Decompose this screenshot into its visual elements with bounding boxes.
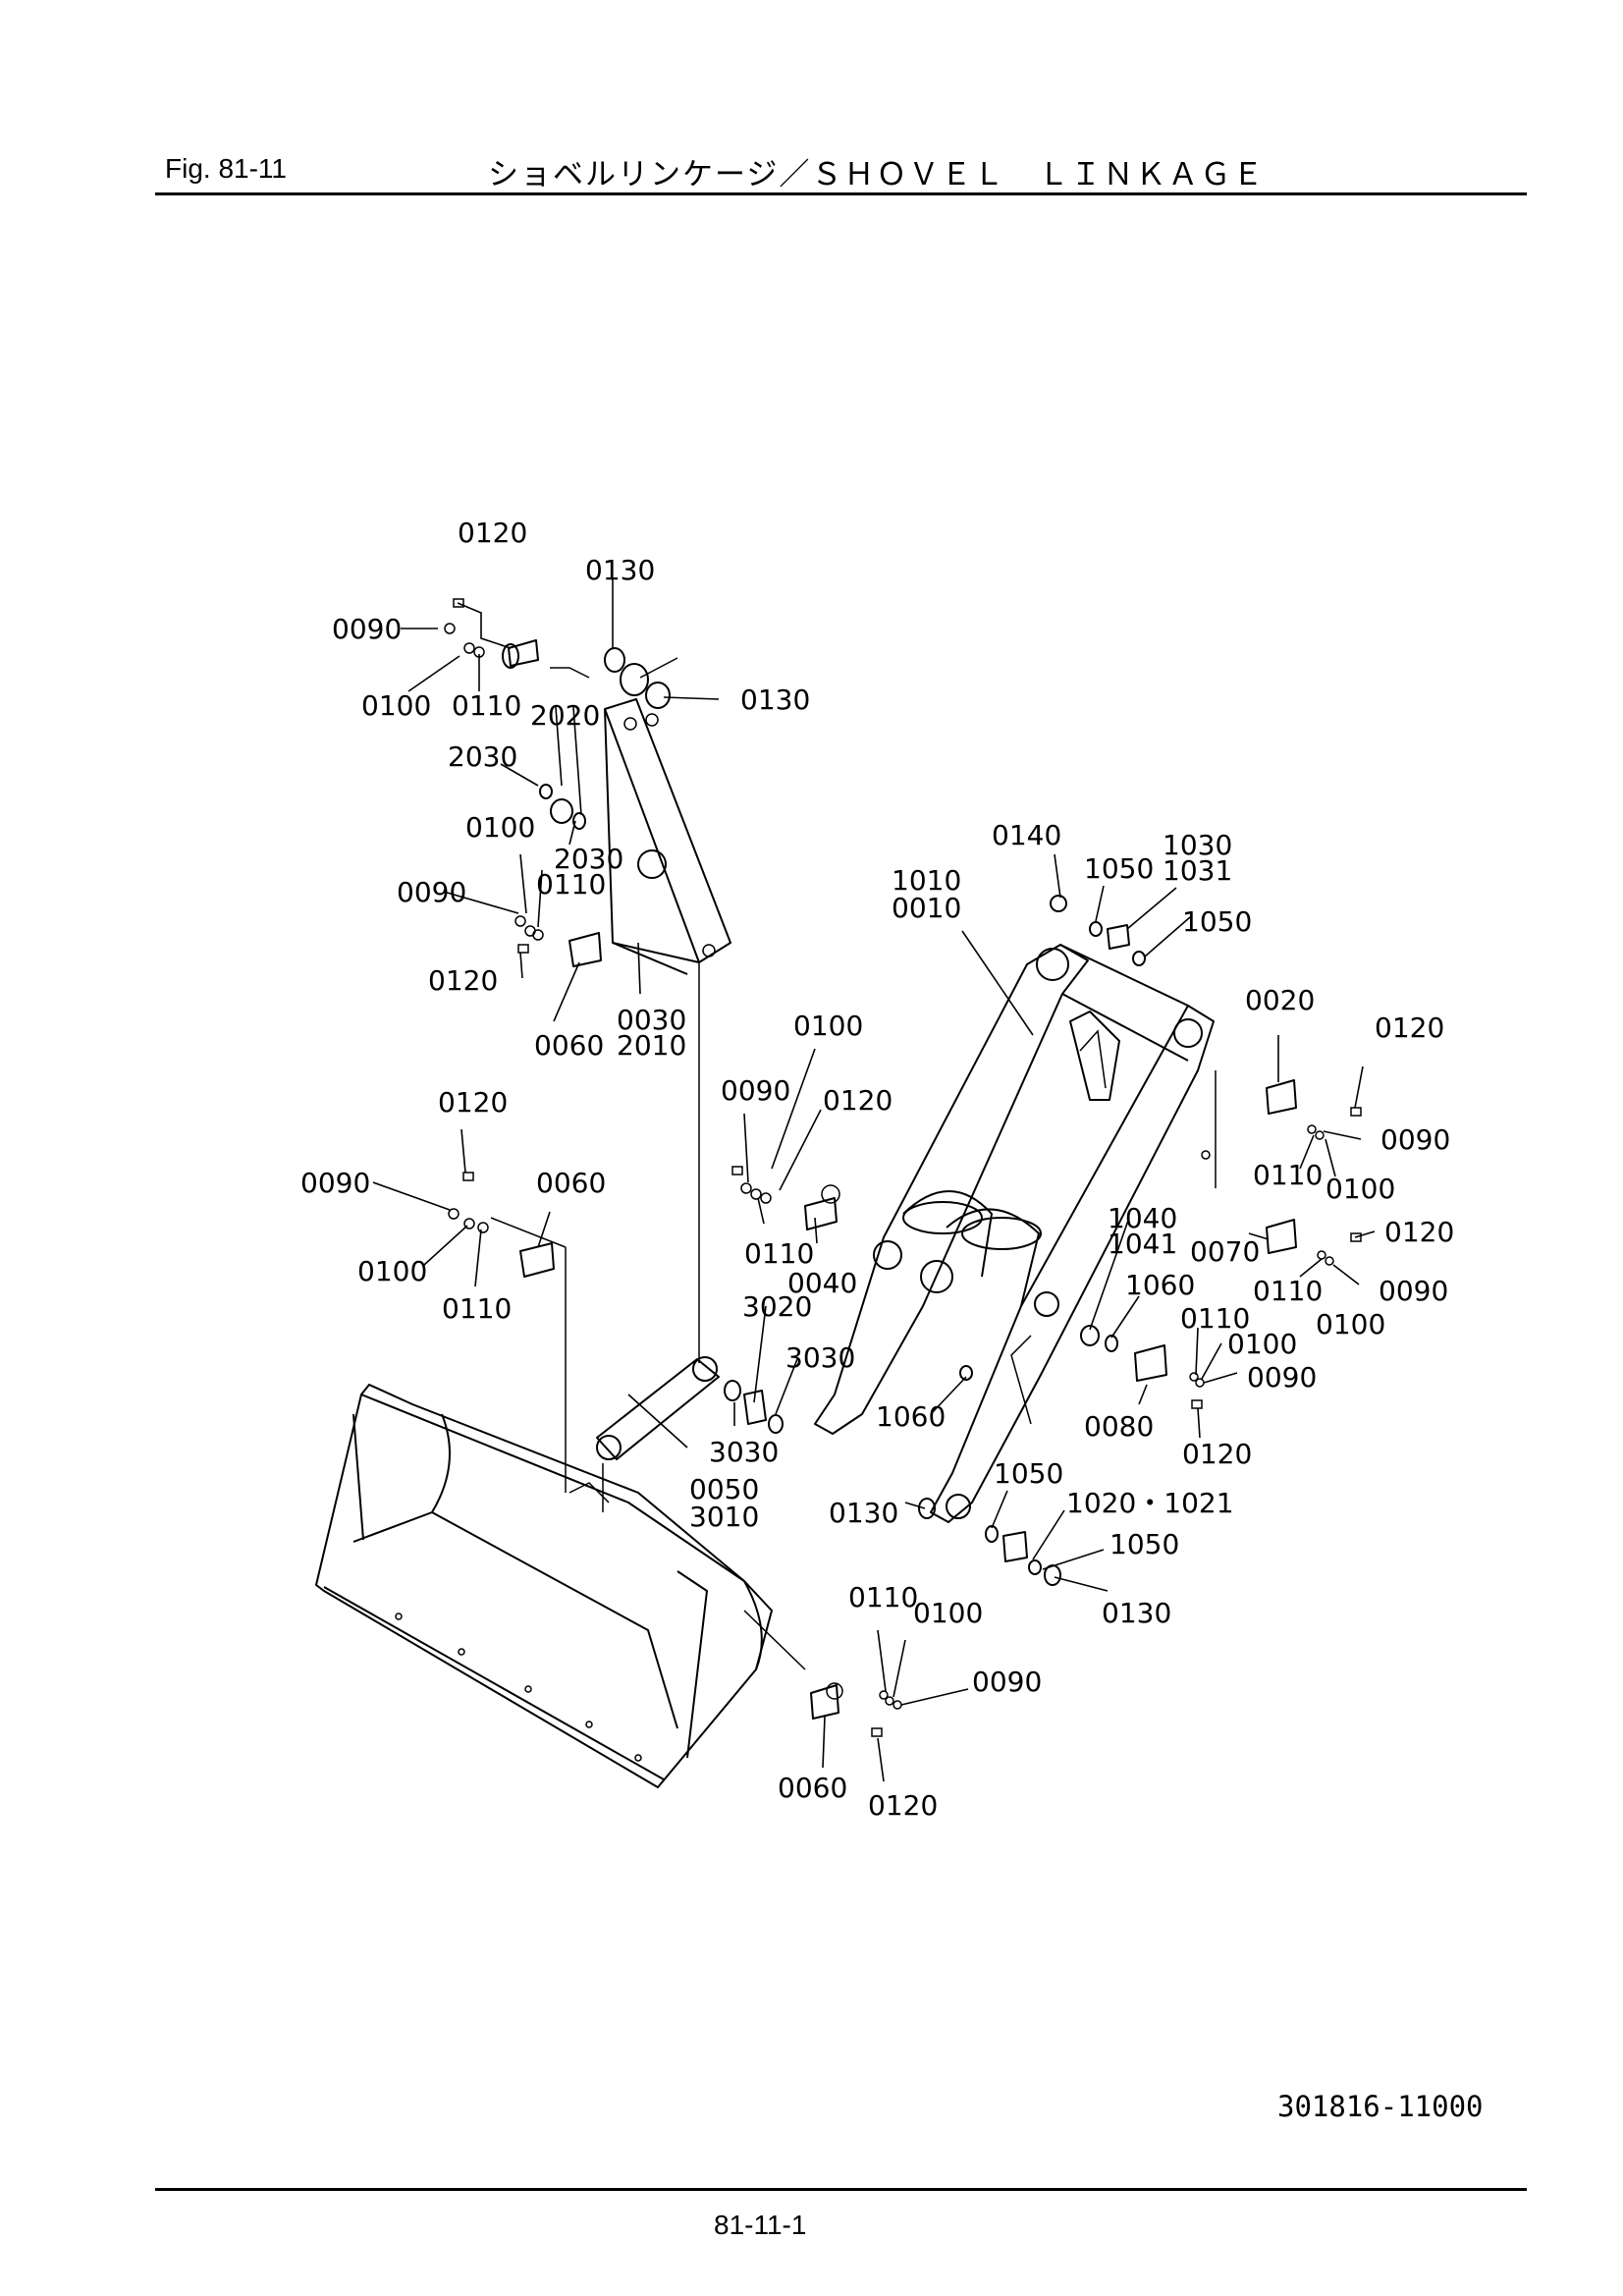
callout: 1050 xyxy=(1109,1528,1179,1560)
callout: 0130 xyxy=(740,683,810,716)
callout: 2030 xyxy=(554,843,623,875)
callout: 0050 xyxy=(689,1473,759,1505)
callout: 0120 xyxy=(1182,1438,1252,1470)
callout: 1050 xyxy=(1084,852,1154,885)
callout: 0100 xyxy=(793,1010,863,1042)
callout: 0130 xyxy=(1102,1597,1171,1629)
callout: 2030 xyxy=(448,740,517,773)
callout: 0040 xyxy=(787,1267,857,1299)
callout: 3020 xyxy=(742,1290,812,1323)
callout: 0100 xyxy=(465,811,535,844)
center-lines xyxy=(490,667,1217,1670)
callout: 0020 xyxy=(1245,984,1315,1016)
left-pin-assembly xyxy=(448,1172,555,1278)
callout: 2010 xyxy=(617,1029,686,1062)
callout: 0070 xyxy=(1190,1235,1260,1268)
callout: 0100 xyxy=(361,689,431,722)
callout: 0090 xyxy=(1380,1123,1450,1156)
callout: 1010 xyxy=(892,864,961,897)
callout: 0110 xyxy=(452,689,521,722)
callout: 0140 xyxy=(992,819,1061,851)
callout: 0100 xyxy=(913,1597,983,1629)
callout: 3030 xyxy=(709,1436,779,1468)
callout: 0120 xyxy=(868,1789,938,1822)
callout: 0100 xyxy=(1325,1173,1395,1205)
callout: 1060 xyxy=(876,1400,946,1433)
drawing-number: 301816-11000 xyxy=(1277,2090,1484,2123)
callout-labels: 0120 0130 0090 0130 0100 0110 2020 2030 … xyxy=(300,517,1454,1822)
page-number: 81-11-1 xyxy=(714,2210,807,2240)
callout: 0100 xyxy=(1316,1308,1385,1340)
callout: 0110 xyxy=(536,868,606,901)
callout: 3010 xyxy=(689,1501,759,1533)
callout: 1050 xyxy=(994,1457,1063,1490)
callout: 0010 xyxy=(892,892,961,924)
callout: 0110 xyxy=(1253,1275,1323,1307)
callout: 0120 xyxy=(1384,1216,1454,1248)
callout: 1041 xyxy=(1108,1228,1177,1260)
bell-crank-part xyxy=(604,657,731,975)
callout: 0130 xyxy=(585,554,655,586)
callout: 0090 xyxy=(397,876,466,908)
callout: 1050 xyxy=(1182,905,1252,938)
callout: 0090 xyxy=(1379,1275,1448,1307)
callout: 0090 xyxy=(332,613,402,645)
callout: 0080 xyxy=(1084,1410,1154,1443)
header-rule xyxy=(155,192,1527,195)
callout: 0110 xyxy=(1180,1302,1250,1335)
callout: 0110 xyxy=(848,1581,918,1613)
callout: 0120 xyxy=(1375,1011,1444,1044)
upper-pin-assembly xyxy=(444,598,539,669)
callout: 1030 xyxy=(1163,829,1232,861)
figure-number: Fig. 81-11 xyxy=(165,153,287,184)
mid-pin-assembly xyxy=(514,784,602,967)
callout: 0090 xyxy=(721,1074,790,1107)
callout: 0130 xyxy=(829,1497,898,1529)
callout: 2020 xyxy=(530,699,600,732)
callout: 0060 xyxy=(536,1167,606,1199)
callout: 0090 xyxy=(300,1167,370,1199)
callout: 0120 xyxy=(458,517,527,549)
bucket-part xyxy=(315,1384,773,1788)
callout: 0120 xyxy=(823,1084,893,1117)
upper-bushings xyxy=(604,647,671,709)
callout: 1040 xyxy=(1108,1202,1177,1234)
callout: 0100 xyxy=(1227,1328,1297,1360)
callout: 0120 xyxy=(428,964,498,997)
callout: 0060 xyxy=(778,1772,847,1804)
figure-title: ショベルリンケージ／ＳＨＯＶＥＬ ＬＩＮＫＡＧＥ xyxy=(488,157,1266,192)
lift-arm-pins xyxy=(918,895,1362,1586)
callout: 1031 xyxy=(1163,854,1232,887)
connecting-link-part xyxy=(596,1166,840,1460)
callout: 1020・1021 xyxy=(1066,1487,1234,1519)
bucket-side-pin xyxy=(810,1682,902,1737)
callout: 0100 xyxy=(357,1255,427,1287)
callout: 0060 xyxy=(534,1029,604,1062)
callout: 3030 xyxy=(785,1341,855,1374)
callout: 0120 xyxy=(438,1086,508,1119)
callout: 0110 xyxy=(442,1292,512,1325)
callout: 0030 xyxy=(617,1004,686,1036)
callout: 0090 xyxy=(972,1666,1042,1698)
footer-rule xyxy=(155,2188,1527,2191)
callout: 0090 xyxy=(1247,1361,1317,1394)
leader-lines xyxy=(372,579,1376,1782)
callout: 0110 xyxy=(744,1237,814,1270)
callout: 0110 xyxy=(1253,1159,1323,1191)
lift-arm-part xyxy=(814,944,1215,1523)
callout: 1060 xyxy=(1125,1269,1195,1301)
